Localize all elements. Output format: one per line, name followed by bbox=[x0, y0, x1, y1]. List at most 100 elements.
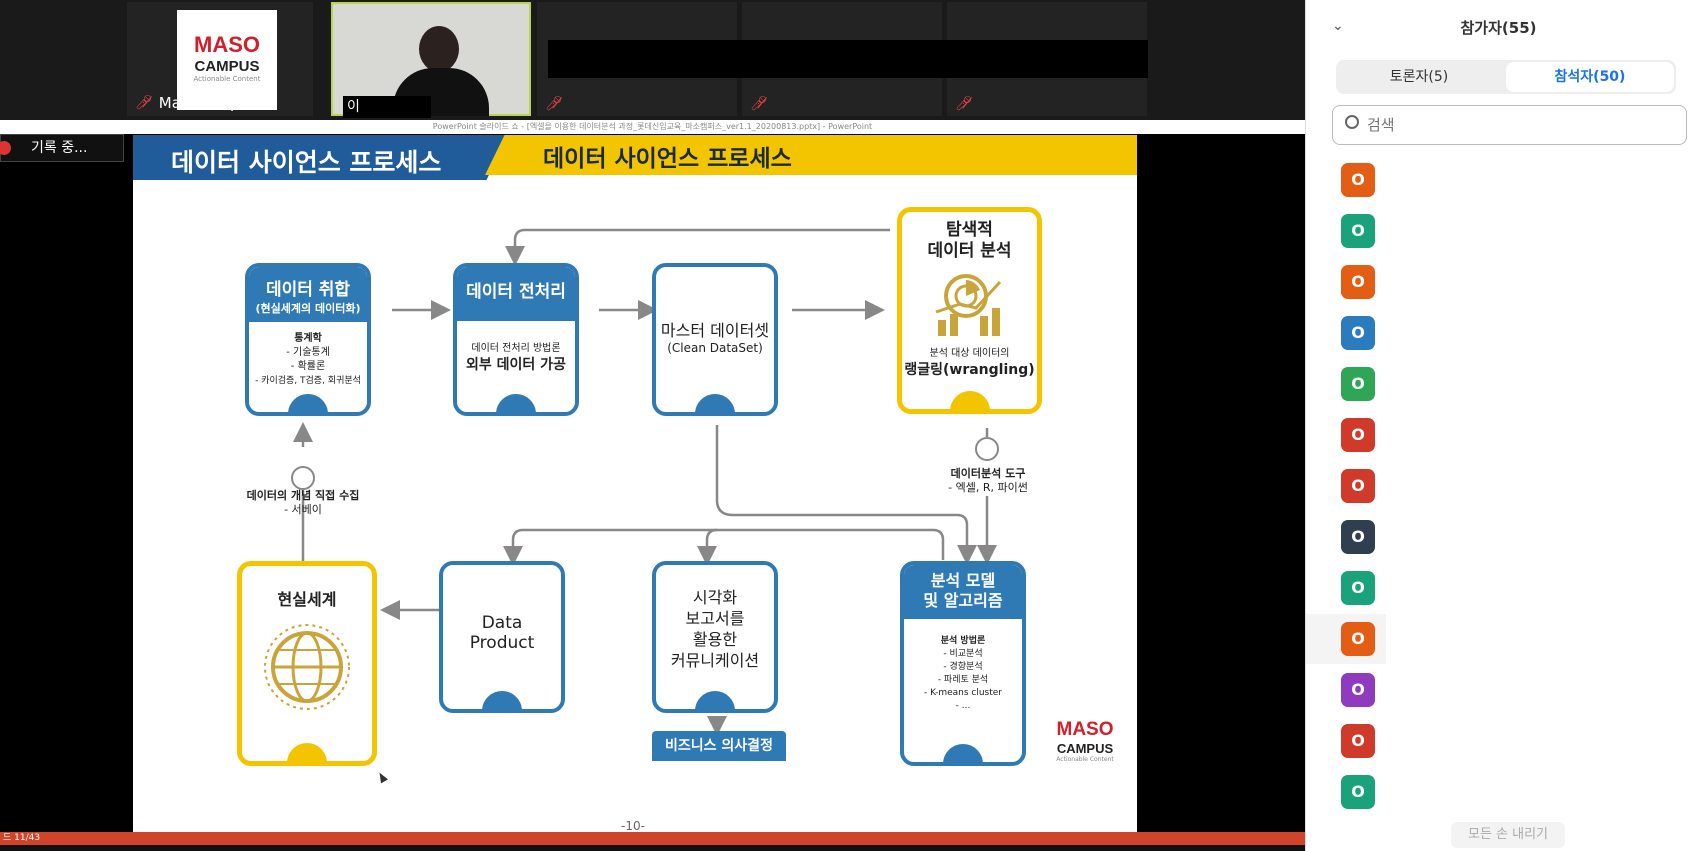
card-body-line: - 경향분석 bbox=[943, 662, 983, 672]
avatar: O bbox=[1341, 367, 1375, 401]
card-title: 탐색적 bbox=[946, 220, 993, 240]
card-tab-bump bbox=[478, 687, 526, 709]
avatar: O bbox=[1341, 520, 1375, 554]
card-body-line: - 기술통계 bbox=[286, 347, 330, 358]
card-body-head: 통계학 bbox=[294, 333, 322, 344]
screen-share: PowerPoint 슬라이드 쇼 - [엑셀을 이용한 데이터분석 과정_롯데… bbox=[0, 120, 1305, 851]
slide: 데이터 사이언스 프로세스 데이터 사이언스 프로세스 데이터 취합 bbox=[133, 135, 1137, 835]
taskbar bbox=[0, 845, 1305, 851]
card-body-line: - ... bbox=[955, 701, 971, 711]
card-subtitle: (Clean DataSet) bbox=[667, 341, 763, 355]
card-tab-bump bbox=[691, 687, 739, 709]
card-master-dataset: 마스터 데이터셋 (Clean DataSet) bbox=[652, 263, 778, 416]
avatar: O bbox=[1341, 724, 1375, 758]
card-subtitle: (현실세계의 데이터화) bbox=[255, 302, 361, 315]
slide-title-right: 데이터 사이언스 프로세스 bbox=[543, 146, 792, 172]
person-head bbox=[419, 26, 459, 72]
participant-row[interactable]: O bbox=[1306, 614, 1386, 664]
lower-all-hands-button[interactable]: 모든 손 내리기 bbox=[1451, 822, 1565, 848]
card-tab-bump bbox=[492, 390, 540, 412]
participant-row[interactable]: O bbox=[1306, 359, 1386, 409]
card-analysis-model: 분석 모델 및 알고리즘 분석 방법론 - 비교분석 - 경향분석 - 파레토 … bbox=[900, 561, 1026, 766]
search-input[interactable] bbox=[1367, 112, 1667, 138]
avatar: O bbox=[1341, 418, 1375, 452]
avatar: O bbox=[1341, 673, 1375, 707]
search-box[interactable] bbox=[1332, 105, 1687, 145]
card-body-line: - 확률론 bbox=[290, 361, 326, 372]
card-body-line: - 카이검증, T검증, 회귀분석 bbox=[255, 376, 361, 386]
avatar: O bbox=[1341, 571, 1375, 605]
participant-row[interactable]: O bbox=[1306, 461, 1386, 511]
title-bar-left bbox=[133, 135, 509, 180]
card-body-line: - 파레토 분석 bbox=[937, 675, 989, 685]
card-tab-bump bbox=[945, 387, 994, 409]
card-title: 분석 모델 bbox=[930, 571, 996, 590]
card-tab-bump bbox=[691, 390, 739, 412]
avatar: O bbox=[1341, 265, 1375, 299]
card-body-big: 외부 데이터 가공 bbox=[466, 357, 566, 373]
flow-arrows bbox=[291, 228, 999, 736]
card-title: 보고서를 bbox=[685, 609, 745, 628]
slide-title-left: 데이터 사이언스 프로세스 bbox=[171, 148, 442, 177]
tab-panelists[interactable]: 토론자(5) bbox=[1389, 69, 1449, 85]
recording-label: 기록 중... bbox=[31, 140, 88, 156]
avatar: O bbox=[1341, 469, 1375, 503]
analytics-chart-icon bbox=[935, 274, 1001, 336]
card-title: Data bbox=[481, 613, 523, 633]
card-title: 데이터 전처리 bbox=[457, 267, 575, 321]
globe-icon bbox=[264, 624, 350, 710]
mic-muted-icon: 🎤︎̸ bbox=[545, 96, 563, 112]
card-data-acquisition: 데이터 취합 (현실세계의 데이터화) 통계학 - 기술통계 - 확률론 - 카… bbox=[245, 263, 371, 416]
search-icon bbox=[1345, 115, 1359, 129]
card-body-small: 분석 대상 데이터의 bbox=[929, 348, 1010, 359]
card-title: 시각화 bbox=[692, 588, 738, 607]
title-bar-right bbox=[485, 135, 1137, 175]
mic-muted-icon: 🎤︎̸ bbox=[955, 96, 973, 112]
slide-maso-logo: MASO CAMPUS Actionable Content bbox=[1041, 713, 1129, 773]
participant-row[interactable]: O bbox=[1306, 512, 1386, 562]
card-tab-bump bbox=[284, 390, 332, 412]
card-body-line: - K-means cluster bbox=[924, 688, 1002, 698]
participant-row[interactable]: O bbox=[1306, 563, 1386, 613]
redacted-bar bbox=[548, 40, 1148, 78]
tools-label: 데이터분석 도구 - 엑셀, R, 파이썬 bbox=[948, 467, 1028, 494]
maso-logo: MASO CAMPUS Actionable Content bbox=[177, 10, 277, 110]
recording-indicator[interactable]: 기록 중... bbox=[0, 134, 124, 162]
participant-name: 이 bbox=[343, 96, 431, 118]
card-title: 및 알고리즘 bbox=[923, 591, 1003, 610]
card-data-preprocessing: 데이터 전처리 데이터 전처리 방법론 외부 데이터 가공 bbox=[453, 263, 579, 416]
tab-attendees[interactable]: 참석자(50) bbox=[1506, 62, 1674, 92]
avatar: O bbox=[1341, 163, 1375, 197]
participant-row[interactable]: O bbox=[1306, 716, 1386, 766]
avatar: O bbox=[1341, 622, 1375, 656]
participant-name: 🎤︎̸Masocampus ... bbox=[135, 94, 276, 112]
video-tile-speaker[interactable]: 이 bbox=[331, 2, 531, 118]
participant-row[interactable]: O bbox=[1306, 410, 1386, 460]
video-tile-masocampus[interactable]: MASO CAMPUS Actionable Content 🎤︎̸Masoca… bbox=[127, 2, 313, 116]
card-tab-bump bbox=[939, 740, 987, 762]
participant-row[interactable]: O bbox=[1306, 155, 1386, 205]
participant-row[interactable]: O bbox=[1306, 665, 1386, 715]
collect-label: 데이터의 개념 직접 수집 - 서베이 bbox=[246, 489, 360, 516]
participant-row[interactable]: O bbox=[1306, 206, 1386, 256]
page-number: -10- bbox=[621, 819, 645, 833]
card-eda: 탐색적 데이터 분석 분석 대상 데이터의 랭글링(wrangling) bbox=[897, 207, 1042, 414]
card-title: 활용한 bbox=[692, 630, 738, 649]
card-body-small: 데이터 전처리 방법론 bbox=[471, 343, 561, 354]
avatar: O bbox=[1341, 775, 1375, 809]
participant-row[interactable]: O bbox=[1306, 257, 1386, 307]
video-strip: MASO CAMPUS Actionable Content 🎤︎̸Masoca… bbox=[0, 0, 1305, 120]
card-title: 현실세계 bbox=[277, 590, 337, 609]
chevron-down-icon[interactable]: ⌄ bbox=[1332, 18, 1344, 34]
card-body-line: - 비교분석 bbox=[943, 649, 983, 659]
record-icon bbox=[0, 141, 11, 155]
card-title: Product bbox=[469, 633, 535, 653]
card-title: 데이터 분석 bbox=[927, 241, 1012, 261]
ppt-status-bar: 드 11/43 bbox=[0, 832, 1305, 845]
participant-row[interactable]: O bbox=[1306, 767, 1386, 817]
mic-muted-icon: 🎤︎̸ bbox=[135, 95, 153, 111]
card-title: 데이터 취합 bbox=[265, 280, 351, 300]
business-decision-label: 비즈니스 의사결정 bbox=[652, 731, 786, 761]
participant-row[interactable]: O bbox=[1306, 308, 1386, 358]
